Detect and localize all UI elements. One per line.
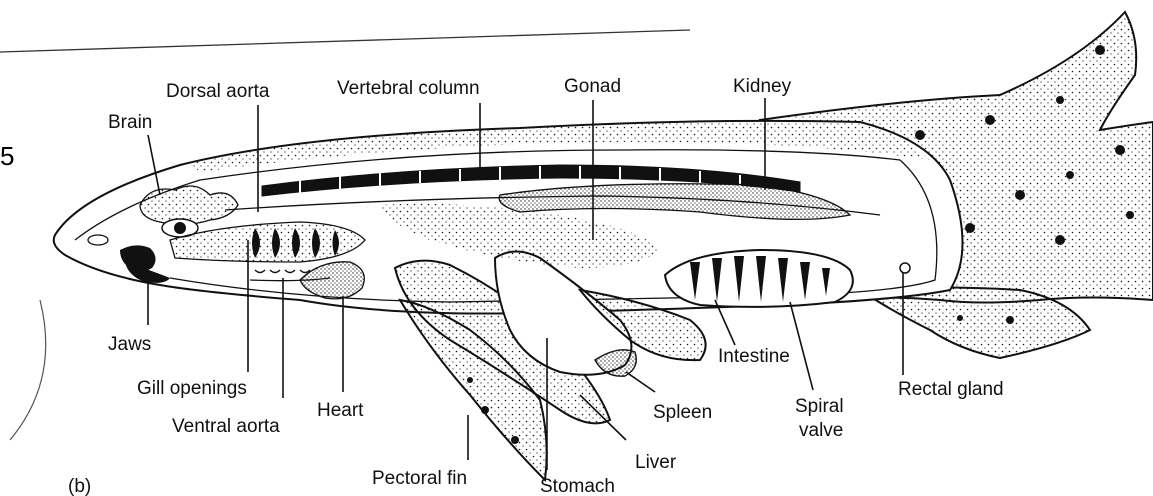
label-spiral-valve-line2: valve [799,420,843,441]
rectal-gland [900,263,910,273]
panel-label: (b) [68,476,91,496]
label-stomach: Stomach [540,476,615,496]
label-liver: Liver [635,452,677,473]
label-dorsal-aorta: Dorsal aorta [166,81,270,102]
label-gill-openings: Gill openings [137,378,247,399]
eye-pupil [174,222,186,234]
label-gonad: Gonad [564,76,621,97]
label-vertebral-column: Vertebral column [337,78,480,99]
label-kidney: Kidney [733,76,792,97]
label-rectal-gland: Rectal gland [898,379,1004,400]
left-page-curve [10,300,46,440]
label-ventral-aorta: Ventral aorta [172,416,280,437]
label-spleen: Spleen [653,402,712,423]
label-spiral-valve-line1: Spiral [795,396,844,417]
nostril [88,235,108,245]
label-intestine: Intestine [718,346,790,367]
label-heart: Heart [317,400,364,421]
label-jaws: Jaws [108,334,151,355]
label-pectoral-fin: Pectoral fin [372,468,467,489]
top-rule-line [0,30,690,52]
label-brain: Brain [108,112,152,133]
page-margin-mark: 5 [0,141,14,171]
